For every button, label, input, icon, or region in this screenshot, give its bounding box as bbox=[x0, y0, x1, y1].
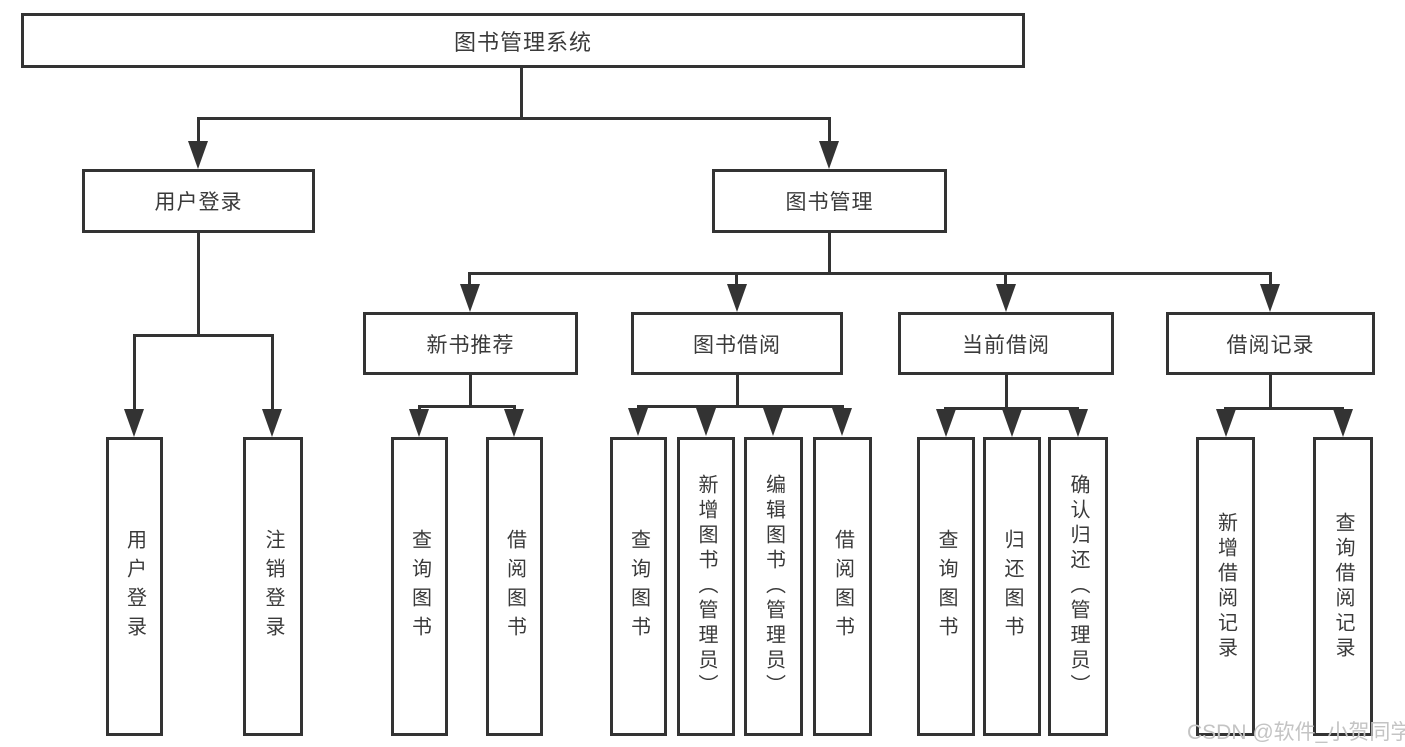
leaf-label: 用户登录 bbox=[123, 528, 146, 645]
connector-line bbox=[736, 375, 739, 407]
connector-line bbox=[1004, 272, 1007, 286]
leaf-edit-books-admin: 编辑图书（管理员） bbox=[744, 437, 803, 736]
arrow-down-icon bbox=[1216, 409, 1236, 437]
leaf-query-borrow-record: 查询借阅记录 bbox=[1313, 437, 1373, 736]
node-book-borrow-label: 图书借阅 bbox=[693, 333, 781, 357]
node-root-library-system: 图书管理系统 bbox=[21, 13, 1025, 68]
leaf-label: 编辑图书（管理员） bbox=[762, 474, 785, 699]
leaf-label: 查询借阅记录 bbox=[1332, 511, 1354, 662]
connector-line bbox=[133, 334, 274, 337]
node-new-book-recommend: 新书推荐 bbox=[363, 312, 578, 375]
connector-line bbox=[1005, 375, 1008, 409]
connector-line bbox=[828, 117, 831, 145]
connector-line bbox=[418, 405, 516, 408]
leaf-query-books-borrow: 查询图书 bbox=[610, 437, 667, 736]
arrow-down-icon bbox=[727, 284, 747, 312]
leaf-borrow-books-newbook: 借阅图书 bbox=[486, 437, 543, 736]
arrow-down-icon bbox=[628, 408, 648, 436]
connector-line bbox=[133, 334, 136, 410]
arrow-down-icon bbox=[763, 408, 783, 436]
connector-line bbox=[1269, 375, 1272, 409]
node-book-management-label: 图书管理 bbox=[785, 191, 874, 214]
arrow-down-icon bbox=[409, 409, 429, 437]
connector-line bbox=[637, 405, 844, 408]
arrow-down-icon bbox=[262, 409, 282, 437]
arrow-down-icon bbox=[819, 141, 839, 169]
arrow-down-icon bbox=[696, 408, 716, 436]
arrow-down-icon bbox=[1333, 409, 1353, 437]
connector-line bbox=[197, 117, 200, 145]
connector-line bbox=[828, 233, 831, 275]
arrow-down-icon bbox=[1002, 409, 1022, 437]
node-book-borrow: 图书借阅 bbox=[631, 312, 843, 375]
node-borrow-records-label: 借阅记录 bbox=[1226, 333, 1315, 357]
csdn-watermark: CSDN @软件_小贺同学 bbox=[1187, 721, 1405, 744]
arrow-down-icon bbox=[936, 409, 956, 437]
leaf-add-books-admin: 新增图书（管理员） bbox=[677, 437, 735, 736]
arrow-down-icon bbox=[504, 409, 524, 437]
connector-line bbox=[271, 334, 274, 410]
arrow-down-icon bbox=[124, 409, 144, 437]
node-new-book-recommend-label: 新书推荐 bbox=[426, 333, 515, 357]
connector-line bbox=[1269, 272, 1272, 286]
arrow-down-icon bbox=[460, 284, 480, 312]
leaf-query-books-newbook: 查询图书 bbox=[391, 437, 448, 736]
leaf-return-books: 归还图书 bbox=[983, 437, 1041, 736]
connector-line bbox=[469, 375, 472, 407]
node-borrow-records: 借阅记录 bbox=[1166, 312, 1375, 375]
leaf-confirm-return-admin: 确认归还（管理员） bbox=[1048, 437, 1108, 736]
leaf-label: 确认归还（管理员） bbox=[1067, 474, 1089, 699]
leaf-logout: 注销登录 bbox=[243, 437, 303, 736]
leaf-label: 归还图书 bbox=[1001, 528, 1023, 645]
leaf-label: 注销登录 bbox=[262, 528, 284, 645]
leaf-label: 新增借阅记录 bbox=[1214, 511, 1237, 662]
leaf-label: 查询图书 bbox=[627, 528, 650, 645]
leaf-user-login: 用户登录 bbox=[106, 437, 163, 736]
node-book-management: 图书管理 bbox=[712, 169, 947, 233]
connector-line bbox=[735, 272, 738, 286]
leaf-label: 借阅图书 bbox=[831, 528, 854, 645]
leaf-label: 查询图书 bbox=[935, 528, 957, 645]
connector-line bbox=[468, 272, 471, 286]
node-user-login-label: 用户登录 bbox=[154, 191, 243, 214]
connector-line bbox=[197, 117, 831, 120]
connector-line bbox=[468, 272, 1272, 275]
node-root-label: 图书管理系统 bbox=[453, 29, 592, 55]
leaf-add-borrow-record: 新增借阅记录 bbox=[1196, 437, 1255, 736]
node-current-borrow: 当前借阅 bbox=[898, 312, 1114, 375]
connector-line bbox=[944, 407, 1079, 410]
arrow-down-icon bbox=[1260, 284, 1280, 312]
arrow-down-icon bbox=[832, 408, 852, 436]
node-user-login: 用户登录 bbox=[82, 169, 315, 233]
node-current-borrow-label: 当前借阅 bbox=[962, 333, 1050, 357]
leaf-query-books-current: 查询图书 bbox=[917, 437, 975, 736]
leaf-label: 查询图书 bbox=[408, 528, 431, 645]
connector-line bbox=[520, 68, 523, 119]
leaf-label: 新增图书（管理员） bbox=[695, 474, 717, 699]
leaf-label: 借阅图书 bbox=[503, 528, 526, 645]
connector-line bbox=[197, 233, 200, 337]
arrow-down-icon bbox=[996, 284, 1016, 312]
leaf-borrow-books: 借阅图书 bbox=[813, 437, 872, 736]
arrow-down-icon bbox=[1068, 409, 1088, 437]
arrow-down-icon bbox=[188, 141, 208, 169]
connector-line bbox=[1224, 407, 1344, 410]
